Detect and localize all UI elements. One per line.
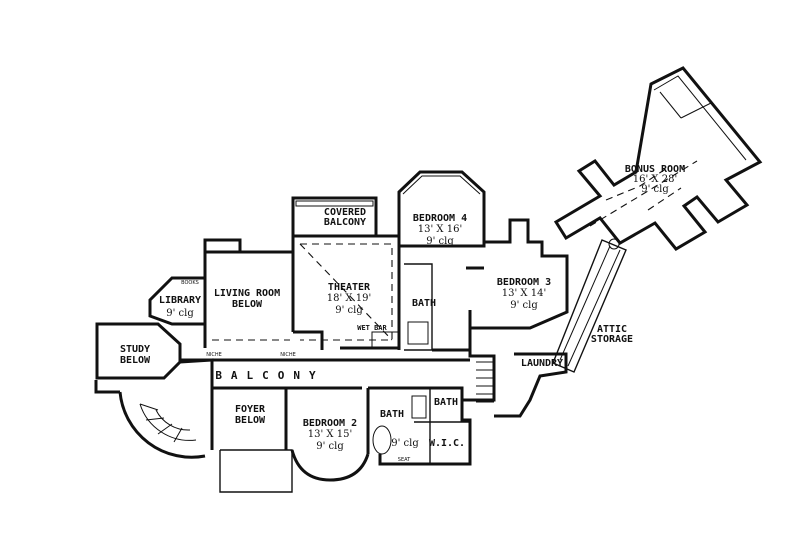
niche-label-left: NICHE	[206, 352, 222, 358]
library-name: LIBRARY	[159, 295, 201, 306]
bath-master-ceiling: 9' clg	[391, 438, 419, 449]
bonus-room-name: BONUS ROOM	[625, 164, 685, 175]
attic-storage-corridor	[552, 238, 627, 373]
main-walls	[94, 170, 569, 493]
living-room-label-1: LIVING ROOM	[214, 288, 280, 299]
bedroom2-name: BEDROOM 2	[303, 418, 357, 429]
bonus-room-size: 16' X 28'	[633, 174, 677, 185]
foyer-label-2: BELOW	[235, 415, 266, 426]
library-ceiling: 9' clg	[166, 308, 194, 319]
living-room-label-2: BELOW	[232, 299, 263, 310]
laundry-label: LAUNDRY	[521, 358, 563, 369]
bedroom4-ceiling: 9' clg	[426, 236, 454, 247]
bedroom3-name: BEDROOM 3	[497, 277, 551, 288]
covered-balcony-label-2: BALCONY	[324, 217, 366, 228]
bedroom4-size: 13' X 16'	[418, 224, 462, 235]
covered-balcony-label-1: COVERED	[324, 207, 366, 218]
study-label-1: STUDY	[120, 344, 150, 355]
dashed-overlays	[212, 243, 393, 341]
study-label-2: BELOW	[120, 355, 151, 366]
theater-ceiling: 9' clg	[335, 305, 363, 316]
seat-label: SEAT	[398, 457, 411, 463]
attic-label-1: ATTIC	[597, 324, 627, 335]
theater-name: THEATER	[328, 282, 371, 293]
bedroom4-name: BEDROOM 4	[413, 213, 467, 224]
foyer-label-1: FOYER	[235, 404, 266, 415]
bath-right-name: BATH	[434, 397, 458, 408]
niche-label-right: NICHE	[280, 352, 296, 358]
balcony-label: BALCONY	[215, 369, 324, 382]
attic-label-2: STORAGE	[591, 334, 633, 345]
bedroom2-size: 13' X 15'	[308, 429, 352, 440]
theater-size: 18' X 19'	[327, 293, 371, 304]
bath-upper-name: BATH	[412, 298, 436, 309]
bath-master-name: BATH	[380, 409, 404, 420]
bedroom3-size: 13' X 14'	[502, 288, 546, 299]
wic-label: W.I.C.	[429, 438, 465, 449]
bonus-room-ceiling: 9' clg	[641, 184, 669, 195]
bedroom2-ceiling: 9' clg	[316, 441, 344, 452]
books-label: BOOKS	[181, 280, 199, 286]
bonus-room-wing	[553, 66, 763, 251]
bedroom3-ceiling: 9' clg	[510, 300, 538, 311]
labels: BONUS ROOM 16' X 28' 9' clg COVERED BALC…	[120, 164, 685, 463]
wet-bar-label: WET BAR	[357, 324, 387, 332]
